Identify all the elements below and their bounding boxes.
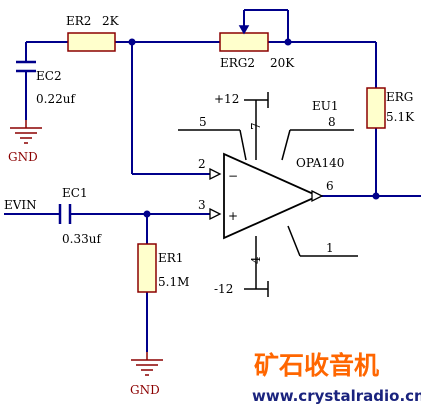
ec1-value: 0.33uf — [62, 232, 102, 246]
pin-1: 1 — [326, 241, 334, 255]
wires — [4, 9, 421, 352]
ec2-capacitor — [16, 60, 36, 73]
erg-resistor — [366, 87, 386, 129]
opamp-part: OPA140 — [296, 156, 344, 170]
watermark-site: www.crystalradio.cn — [252, 387, 421, 405]
junction-input — [143, 210, 151, 218]
gnd-bottom-icon — [131, 352, 163, 376]
ec2-ref: EC2 — [36, 69, 62, 83]
ec1-capacitor — [58, 204, 72, 224]
erg-ref: ERG — [386, 90, 413, 104]
junction-wiper — [284, 38, 292, 46]
er2-value: 2K — [102, 14, 120, 28]
erg2-wiper-icon — [238, 25, 250, 35]
junctions — [128, 38, 380, 218]
er2-ref: ER2 — [66, 14, 91, 28]
junction-output — [372, 192, 380, 200]
vminus-label: -12 — [214, 282, 233, 296]
pin-3: 3 — [198, 198, 206, 212]
opamp-triangle — [223, 152, 321, 240]
er2-resistor — [67, 32, 116, 52]
pin-7: 7 — [249, 122, 263, 130]
er1-value: 5.1M — [158, 275, 189, 289]
gnd-top-label: GND — [8, 150, 38, 164]
ec2-value: 0.22uf — [36, 92, 76, 106]
opamp-ref: EU1 — [312, 99, 339, 113]
ec1-ref: EC1 — [62, 186, 88, 200]
watermark-brand: 矿石收音机 — [254, 351, 379, 380]
input-arrows — [209, 167, 324, 221]
pin-8: 8 — [328, 115, 336, 129]
erg-value: 5.1K — [386, 110, 415, 124]
erg2-potentiometer — [219, 32, 269, 52]
evin-label: EVIN — [4, 198, 37, 212]
erg2-value: 20K — [270, 56, 295, 70]
junction-feedback — [128, 38, 136, 46]
gnd-top-icon — [10, 120, 42, 144]
minus-sign: − — [228, 169, 238, 183]
pin-4: 4 — [249, 256, 263, 264]
plus-sign: + — [228, 209, 238, 223]
erg2-ref: ERG2 — [220, 56, 255, 70]
er1-resistor — [137, 243, 157, 293]
vplus-label: +12 — [214, 92, 239, 106]
pin-2: 2 — [198, 157, 206, 171]
er1-ref: ER1 — [158, 251, 183, 265]
pin-lines — [178, 92, 358, 297]
pin-6: 6 — [326, 179, 334, 193]
gnd-bottom-label: GND — [130, 383, 160, 397]
pin-5: 5 — [199, 115, 207, 129]
